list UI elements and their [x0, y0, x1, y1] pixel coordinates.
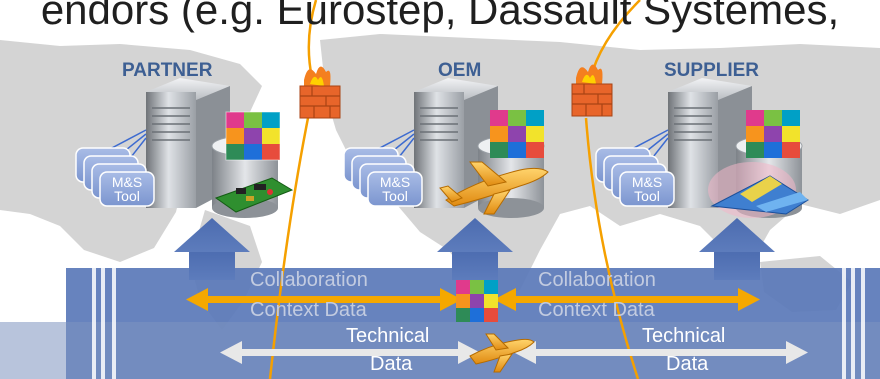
partner-tool-label-top: M&S	[111, 174, 143, 190]
puzzle-icon	[746, 110, 800, 158]
circuit-board-icon	[214, 177, 294, 213]
supplier-site	[595, 78, 809, 218]
supplier-tool-label-top: M&S	[631, 174, 663, 190]
firewall-icon	[299, 66, 341, 119]
aircraft-icon	[439, 161, 549, 215]
collaboration-arrow-left	[186, 288, 462, 311]
aircraft-icon	[708, 162, 809, 218]
supplier-label: SUPPLIER	[664, 60, 760, 81]
right-collaboration-label: Collaboration	[538, 269, 656, 291]
tool-link	[629, 129, 669, 151]
oem-tool-label-top: M&S	[379, 174, 411, 190]
firewall-icon	[571, 64, 613, 117]
supplier-tool-label-bottom: Tool	[634, 188, 660, 204]
puzzle-icon	[456, 280, 498, 322]
bus-stripes-left	[92, 268, 116, 379]
collaboration-arrow-right	[494, 288, 760, 311]
tool-link	[107, 129, 147, 151]
tool-stack-icon	[595, 147, 675, 207]
technical-data-arrow-right	[514, 341, 808, 364]
up-arrow-oem	[437, 218, 513, 280]
puzzle-icon	[225, 111, 281, 161]
partner-label: PARTNER	[122, 60, 213, 81]
tool-stack-icon	[343, 147, 423, 207]
up-arrow-supplier	[699, 218, 775, 280]
technical-data-arrow-left	[220, 341, 480, 364]
left-context-data-label: Context Data	[250, 299, 367, 321]
left-data-label: Data	[370, 353, 413, 375]
partner-site	[75, 78, 294, 218]
oem-site	[343, 78, 549, 218]
slide-heading: endors (e.g. Eurostep, Dassault Systemes…	[40, 0, 840, 33]
partner-tool-label-bottom: Tool	[114, 188, 140, 204]
right-data-label: Data	[666, 353, 709, 375]
right-context-data-label: Context Data	[538, 299, 655, 321]
oem-tool-label-bottom: Tool	[382, 188, 408, 204]
tool-link	[375, 129, 415, 151]
right-technical-label: Technical	[642, 325, 726, 347]
left-technical-label: Technical	[346, 325, 430, 347]
puzzle-icon	[490, 110, 544, 158]
up-arrow-partner	[174, 218, 250, 280]
tool-stack-icon	[75, 147, 155, 207]
left-collaboration-label: Collaboration	[250, 269, 368, 291]
bus-stripes-right	[842, 268, 865, 379]
oem-label: OEM	[438, 60, 482, 81]
aircraft-icon	[469, 333, 535, 373]
